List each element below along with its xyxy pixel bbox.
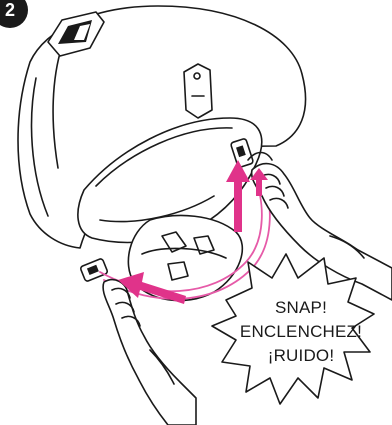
callout-line-3: ¡RUIDO!	[226, 344, 376, 368]
callout-line-1: SNAP!	[226, 296, 376, 320]
rear-pad-bracket	[184, 64, 212, 118]
snap-callout-text: SNAP! ENCLENCHEZ! ¡RUIDO!	[226, 296, 376, 368]
callout-line-2: ENCLENCHEZ!	[226, 320, 376, 344]
